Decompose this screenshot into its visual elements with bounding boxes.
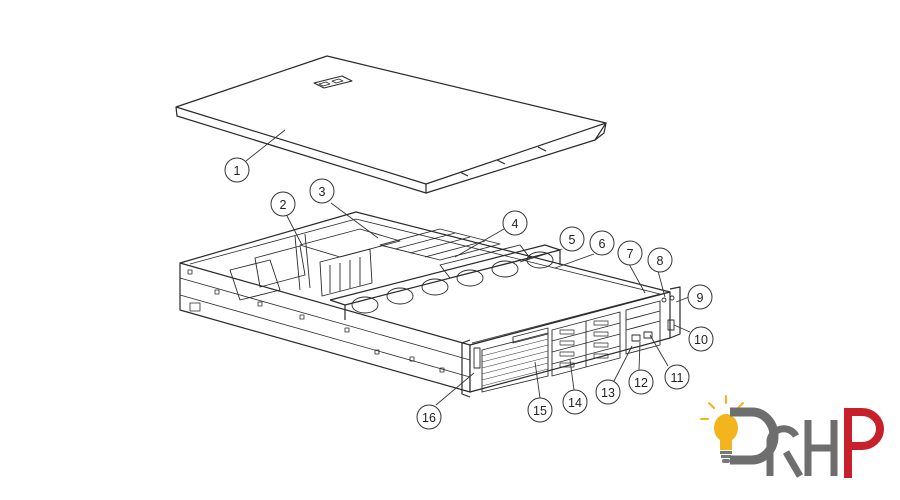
- lightbulb-icon: [714, 414, 738, 463]
- callout-8: 8: [647, 247, 673, 273]
- callout-14: 14: [562, 389, 588, 415]
- callout-label: 5: [569, 233, 576, 247]
- callout-label: 14: [568, 396, 582, 410]
- bulb-rays-icon: [700, 395, 744, 420]
- leader-lines: [245, 129, 691, 406]
- callout-label: 10: [694, 333, 708, 347]
- logo-letter-r: [766, 425, 804, 478]
- callout-12: 12: [628, 369, 654, 395]
- callout-label: 8: [657, 254, 664, 268]
- callout-label: 2: [280, 198, 287, 212]
- callout-16: 16: [416, 404, 442, 430]
- logo-letter-p: [844, 408, 884, 478]
- callout-5: 5: [559, 226, 585, 252]
- callout-9: 9: [687, 284, 713, 310]
- callout-label: 12: [634, 376, 648, 390]
- callout-label: 13: [601, 386, 615, 400]
- callouts: 1 2 3 4 5 6 7 8 9 10 11 12 13 14 15 16: [224, 157, 714, 430]
- callout-label: 6: [599, 237, 606, 251]
- callout-15: 15: [527, 397, 553, 423]
- callout-2: 2: [270, 191, 296, 217]
- callout-11: 11: [664, 364, 690, 390]
- callout-10: 10: [688, 326, 714, 352]
- callout-label: 16: [422, 411, 436, 425]
- callout-1: 1: [224, 157, 250, 183]
- callout-label: 3: [319, 185, 326, 199]
- callout-label: 1: [234, 164, 241, 178]
- callout-6: 6: [589, 230, 615, 256]
- callout-13: 13: [595, 379, 621, 405]
- callout-label: 11: [671, 371, 684, 385]
- callout-4: 4: [502, 210, 528, 236]
- logo-letter-h: [804, 420, 838, 476]
- drhp-logo: [700, 395, 884, 478]
- callout-label: 15: [533, 404, 547, 418]
- callout-7: 7: [617, 240, 643, 266]
- callout-3: 3: [309, 178, 335, 204]
- callout-label: 4: [512, 217, 519, 231]
- server-chassis: [179, 211, 681, 398]
- callout-label: 9: [697, 291, 704, 305]
- callout-label: 7: [627, 247, 634, 261]
- access-panel: [175, 55, 607, 194]
